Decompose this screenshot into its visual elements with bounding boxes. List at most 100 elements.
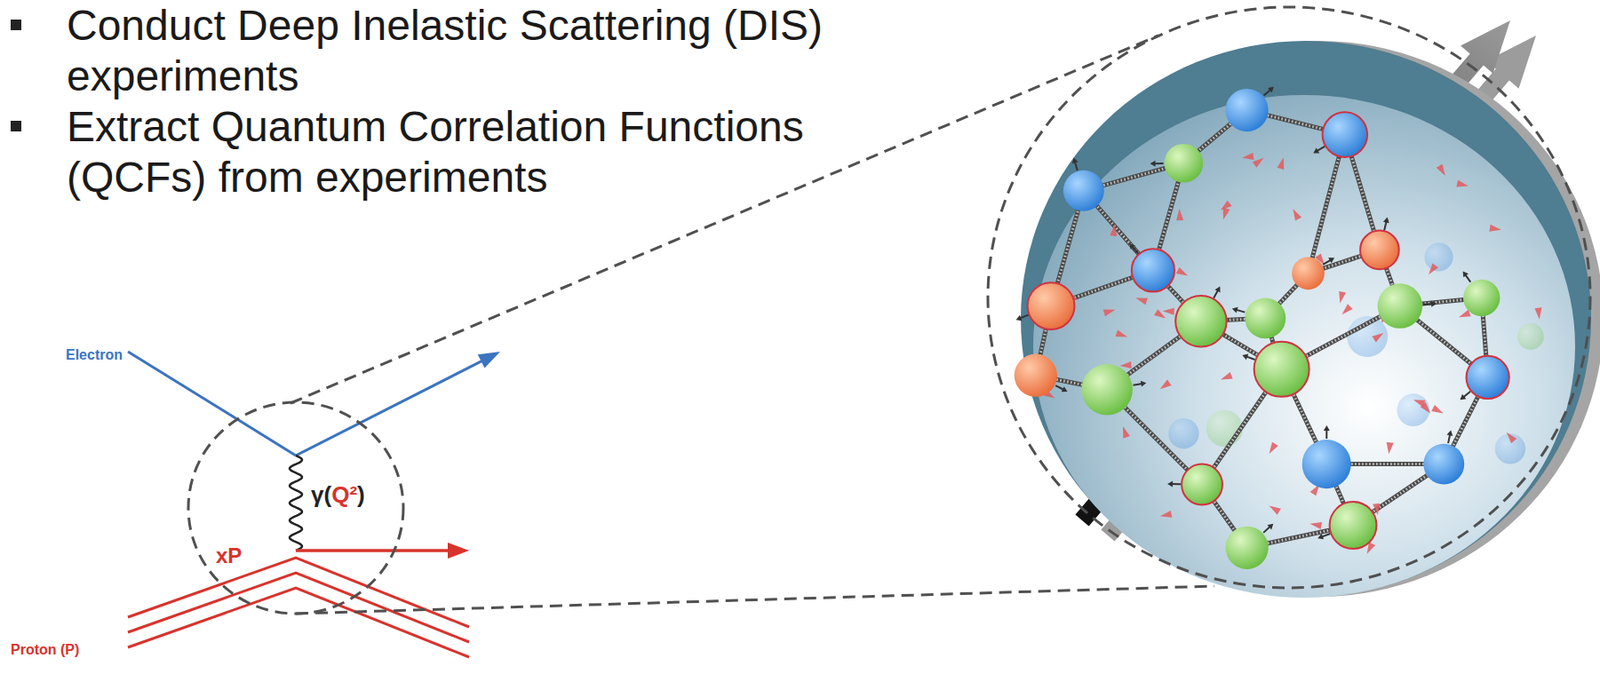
spin-marker [1109,224,1117,237]
spin-marker [1162,308,1175,316]
faded-quark [1206,410,1243,447]
spin-marker [1488,224,1501,232]
quark [1291,256,1325,290]
label-glyph: ) [357,481,366,509]
spin-marker [1223,207,1231,221]
spin-marker [1276,157,1284,170]
quark-spin-arrow [1447,429,1454,444]
quark-spin-arrow [1423,301,1437,308]
quark-spin-arrow [1150,160,1164,168]
spin-marker [1176,208,1184,221]
quark [1225,88,1268,132]
quark [1014,354,1058,398]
quark [1322,111,1369,158]
spin-marker [1135,298,1148,306]
quark [1254,342,1310,398]
quark-spin-arrow [1232,307,1246,314]
quark-spin-arrow [1016,314,1029,321]
spin-marker [1122,426,1131,439]
spin-marker [1309,522,1322,530]
quark-spin-arrow [1241,354,1255,361]
quark-spin-arrow [1460,390,1472,400]
quark [1063,170,1105,212]
quark [1329,501,1378,550]
zoom-line [295,586,1215,614]
quark [1027,282,1075,330]
faded-quark [1424,242,1453,271]
spin-marker [1386,442,1394,454]
quark-spin-arrow [1463,270,1472,283]
spin-marker [1160,510,1173,518]
spin-marker [1220,372,1234,380]
spin-marker [1436,164,1446,176]
label-glyph: ( [323,481,332,509]
proton-line [127,573,470,643]
electron-line [127,351,296,456]
spin-marker [1252,158,1265,168]
zoom-circle-small [188,402,404,614]
faded-quark [1168,418,1199,449]
spin-marker [1534,307,1542,319]
bullet-text: Extract Quantum Correlation Functions (Q… [66,101,893,203]
label-glyph: ² [349,481,358,509]
quark [1463,279,1500,317]
spin-marker [1176,267,1188,277]
spin-marker [1269,505,1282,515]
particle-label: Proton (P) [10,641,80,660]
spin-marker [1456,180,1469,188]
quark-spin-arrow [1167,481,1181,488]
electron-out-arrow [294,351,501,457]
quark-spin-arrow [1212,286,1220,300]
quark [1377,283,1424,329]
quark-spin-arrow [1129,243,1139,255]
spin-marker [1431,405,1443,414]
quark [1360,230,1400,271]
proton-line [127,588,470,658]
spin-marker [1154,309,1166,319]
quark-spin-arrow [1317,533,1330,540]
quark-spin-arrow [1132,381,1147,388]
spin-marker [1292,208,1302,221]
spin-marker [1341,303,1353,315]
label-glyph: γ [310,481,324,509]
faded-quark [1396,393,1430,427]
quark-spin-arrow [1322,257,1335,266]
spin-marker [1103,310,1116,318]
sphere-shell [1020,40,1592,598]
quark [1131,248,1175,292]
spin-marker [1160,379,1172,390]
spin-marker [1241,152,1254,160]
quark [1164,143,1204,184]
spin-markers [1042,103,1542,554]
quark-spin-arrow [1323,425,1330,439]
quark [1244,297,1286,339]
quark-spin-arrow [1072,158,1079,172]
spin-marker [1428,262,1439,275]
quark [1225,526,1268,570]
momentum-label: xP [215,543,242,569]
label-glyph: Q [331,481,350,509]
quark-spin-arrow [1313,145,1325,153]
quark-spin-arrow [1262,524,1274,534]
quark-spin-arrow [1383,217,1390,231]
particle-label: Electron [65,346,123,365]
quark [1175,295,1226,347]
zoom-circle-large [987,7,1591,589]
photon-label: γ(Q²) [310,480,366,510]
quark [1466,356,1510,399]
quarks [1014,88,1510,570]
bullet-marker [10,19,22,31]
quark-spin-arrow [1055,384,1068,392]
spin-marker [1119,361,1131,369]
quark-spin-arrow [1263,87,1274,97]
bullet-text: Conduct Deep Inelastic Scattering (DIS) … [66,0,893,102]
photon-line [289,455,303,551]
spin-marker [1269,442,1279,454]
quark [1082,364,1133,415]
proton-line [127,557,470,628]
spin-marker [1338,291,1346,304]
quark [1302,439,1352,489]
faded-quarks [1168,242,1545,464]
quark-spins [1016,87,1473,541]
